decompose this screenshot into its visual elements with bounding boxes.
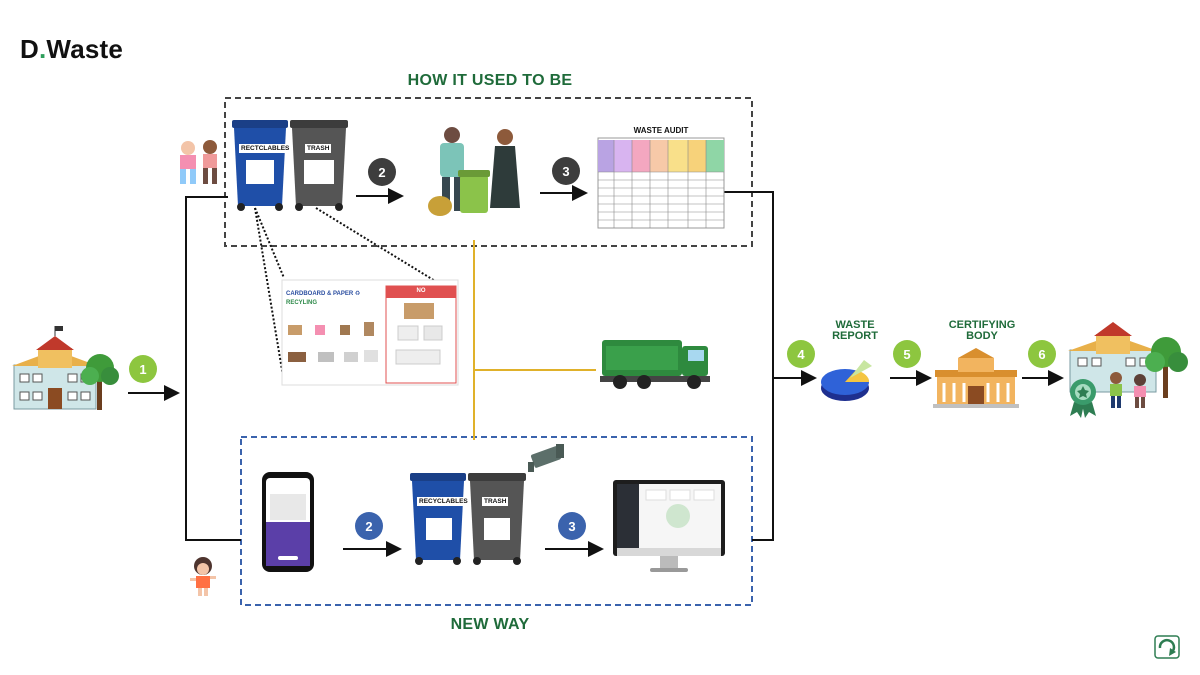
step-5-badge: 5 [893, 340, 921, 368]
branch-line-left [185, 196, 241, 541]
poster-title: CARDBOARD & PAPER ♻ [286, 291, 361, 297]
old-way-box [224, 97, 753, 247]
poster-subtitle: RECYLING [286, 300, 318, 306]
waste-report-line2: REPORT [832, 330, 878, 342]
old-step-3-badge: 3 [552, 157, 580, 185]
audit-table-icon [597, 137, 725, 229]
monitor-icon [613, 480, 725, 572]
award-icon [1070, 379, 1096, 418]
kids-icon [180, 140, 217, 184]
recycle-logo-icon [1154, 635, 1180, 659]
tree-icon [81, 354, 119, 410]
new-step-3-badge: 3 [558, 512, 586, 540]
certifying-body-label: CERTIFYING BODY [942, 320, 1022, 342]
building-icon [933, 348, 1019, 408]
collector-icon [428, 127, 520, 216]
bin-icon [410, 473, 526, 565]
callout-line-2 [254, 207, 285, 383]
school-icon [12, 326, 98, 410]
poster-no-label: NO [416, 288, 426, 294]
pie-chart-icon [821, 360, 872, 401]
old-step-2-badge: 2 [368, 158, 396, 186]
kids-icon [190, 557, 216, 596]
tree-icon [1145, 337, 1188, 398]
new-recyclables-label: RECYCLABLES [417, 497, 470, 506]
new-way-title: NEW WAY [450, 616, 530, 633]
waste-report-line1: WASTE [835, 319, 875, 331]
waste-audit-title: WASTE AUDIT [633, 126, 689, 135]
brand-dot: . [38, 34, 47, 64]
brand-name-part1: D [20, 34, 39, 64]
certifying-line1: CERTIFYING [948, 319, 1016, 331]
old-recyclables-label: RECTCLABLES [239, 144, 292, 153]
brand-name-part2: Waste [46, 34, 124, 64]
new-step-2-badge: 2 [355, 512, 383, 540]
camera-icon [528, 444, 564, 472]
truck-icon [600, 340, 710, 389]
old-trash-label: TRASH [305, 144, 332, 153]
callout-line-3 [315, 207, 441, 285]
certifying-line2: BODY [966, 330, 998, 342]
new-trash-label: TRASH [482, 497, 509, 506]
brand-logo: D.Waste [20, 34, 123, 65]
step-4-badge: 4 [787, 340, 815, 368]
old-way-title: HOW IT USED TO BE [407, 72, 573, 89]
bin-icon [232, 120, 348, 211]
poster-icon [281, 279, 459, 386]
phone-icon [262, 472, 314, 572]
waste-report-label: WASTE REPORT [820, 320, 890, 342]
branch-line-right [722, 191, 774, 541]
new-way-box [240, 436, 753, 606]
callout-line-1 [254, 207, 285, 279]
step-1-badge: 1 [129, 355, 157, 383]
kids-icon [1110, 372, 1146, 408]
step-6-badge: 6 [1028, 340, 1056, 368]
